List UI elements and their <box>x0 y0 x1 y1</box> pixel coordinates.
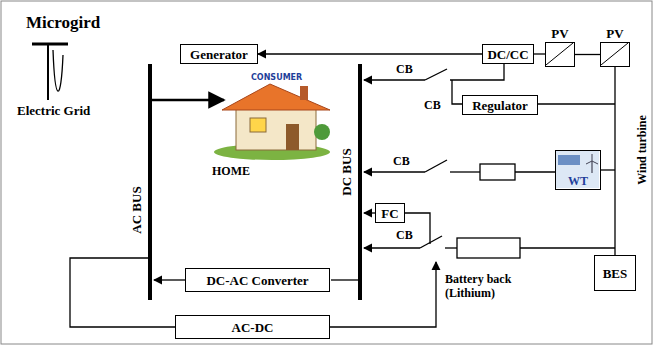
turbine-tower <box>591 161 592 173</box>
wind-turbine-box: WT <box>555 150 601 190</box>
part-label: CB <box>395 228 414 242</box>
box-label: WT <box>568 175 588 189</box>
part-label: CB <box>423 98 442 112</box>
turbine-blades <box>586 154 598 164</box>
connector <box>534 53 545 54</box>
pv-panel: PV <box>545 42 575 67</box>
part-label: HOME <box>211 164 251 178</box>
diagram-title: Microgird <box>26 13 100 32</box>
box-label: DC/CC <box>487 47 528 62</box>
pv-diagonal <box>601 43 628 65</box>
wire <box>364 79 425 80</box>
part-label: CB <box>395 62 414 76</box>
house-door <box>286 124 299 150</box>
wire <box>445 247 457 248</box>
breaker-switch <box>420 236 442 248</box>
wire <box>452 80 462 104</box>
bus-label: DC BUS <box>340 147 354 196</box>
wire <box>450 64 504 80</box>
pv-symbol <box>546 43 573 65</box>
grid-wave <box>53 50 63 91</box>
box-label: FC <box>381 206 398 221</box>
picture-panel <box>558 155 580 165</box>
wire <box>70 258 175 327</box>
box-label: Generator <box>190 47 248 62</box>
grid-pole <box>47 44 49 100</box>
wire <box>450 171 480 172</box>
house-wall <box>236 106 316 150</box>
pv-diagonal <box>546 43 573 65</box>
component-box: Regulator <box>462 95 538 115</box>
pv-panel: PV <box>600 42 630 67</box>
box-label: PV <box>551 26 568 41</box>
house-window <box>250 118 266 132</box>
component-box: FC <box>375 203 405 223</box>
supply-arrow <box>152 99 224 102</box>
box-label: DC-AC Converter <box>206 273 308 288</box>
bush <box>314 124 330 140</box>
wire <box>538 103 615 104</box>
box-label: BES <box>603 266 628 281</box>
wire <box>364 171 425 172</box>
box-label: PV <box>606 26 623 41</box>
box-label: Regulator <box>472 98 528 113</box>
bus-label: Wind turbine <box>635 114 649 185</box>
connector <box>614 67 615 255</box>
wire <box>364 212 375 213</box>
component-box: BES <box>594 255 636 291</box>
part-label: Battery back (Lithium) <box>444 272 530 300</box>
breaker-switch <box>425 160 447 172</box>
ac-bus-bar <box>148 64 152 300</box>
dc-bus-bar <box>358 64 362 300</box>
wire <box>331 279 358 280</box>
wire <box>154 279 185 280</box>
wire <box>364 247 420 248</box>
grid-bar <box>32 43 68 46</box>
chimney <box>300 86 308 100</box>
box-label: AC-DC <box>232 320 274 335</box>
component-box: AC-DC <box>175 315 330 339</box>
converter-box <box>480 164 515 180</box>
converter-box <box>457 238 520 258</box>
house-illustration <box>214 84 330 160</box>
bus-label: AC BUS <box>130 185 144 234</box>
part-label: CB <box>392 154 411 168</box>
wire <box>330 262 436 327</box>
part-label: Electric Grid <box>16 104 91 118</box>
grid-symbol <box>32 44 68 100</box>
component-box: Generator <box>180 44 258 64</box>
component-box: DC/CC <box>482 44 534 64</box>
house-roof <box>222 84 330 110</box>
breaker-switch <box>425 69 447 80</box>
wire <box>520 247 615 248</box>
component-box: DC-AC Converter <box>185 268 330 292</box>
wire <box>601 169 615 170</box>
connector <box>575 54 600 55</box>
wire <box>515 171 555 172</box>
connector <box>258 53 482 54</box>
wiring <box>70 64 615 327</box>
sky <box>556 151 599 188</box>
pv-symbol <box>601 43 628 65</box>
part-label: CONSUMER <box>250 71 303 85</box>
